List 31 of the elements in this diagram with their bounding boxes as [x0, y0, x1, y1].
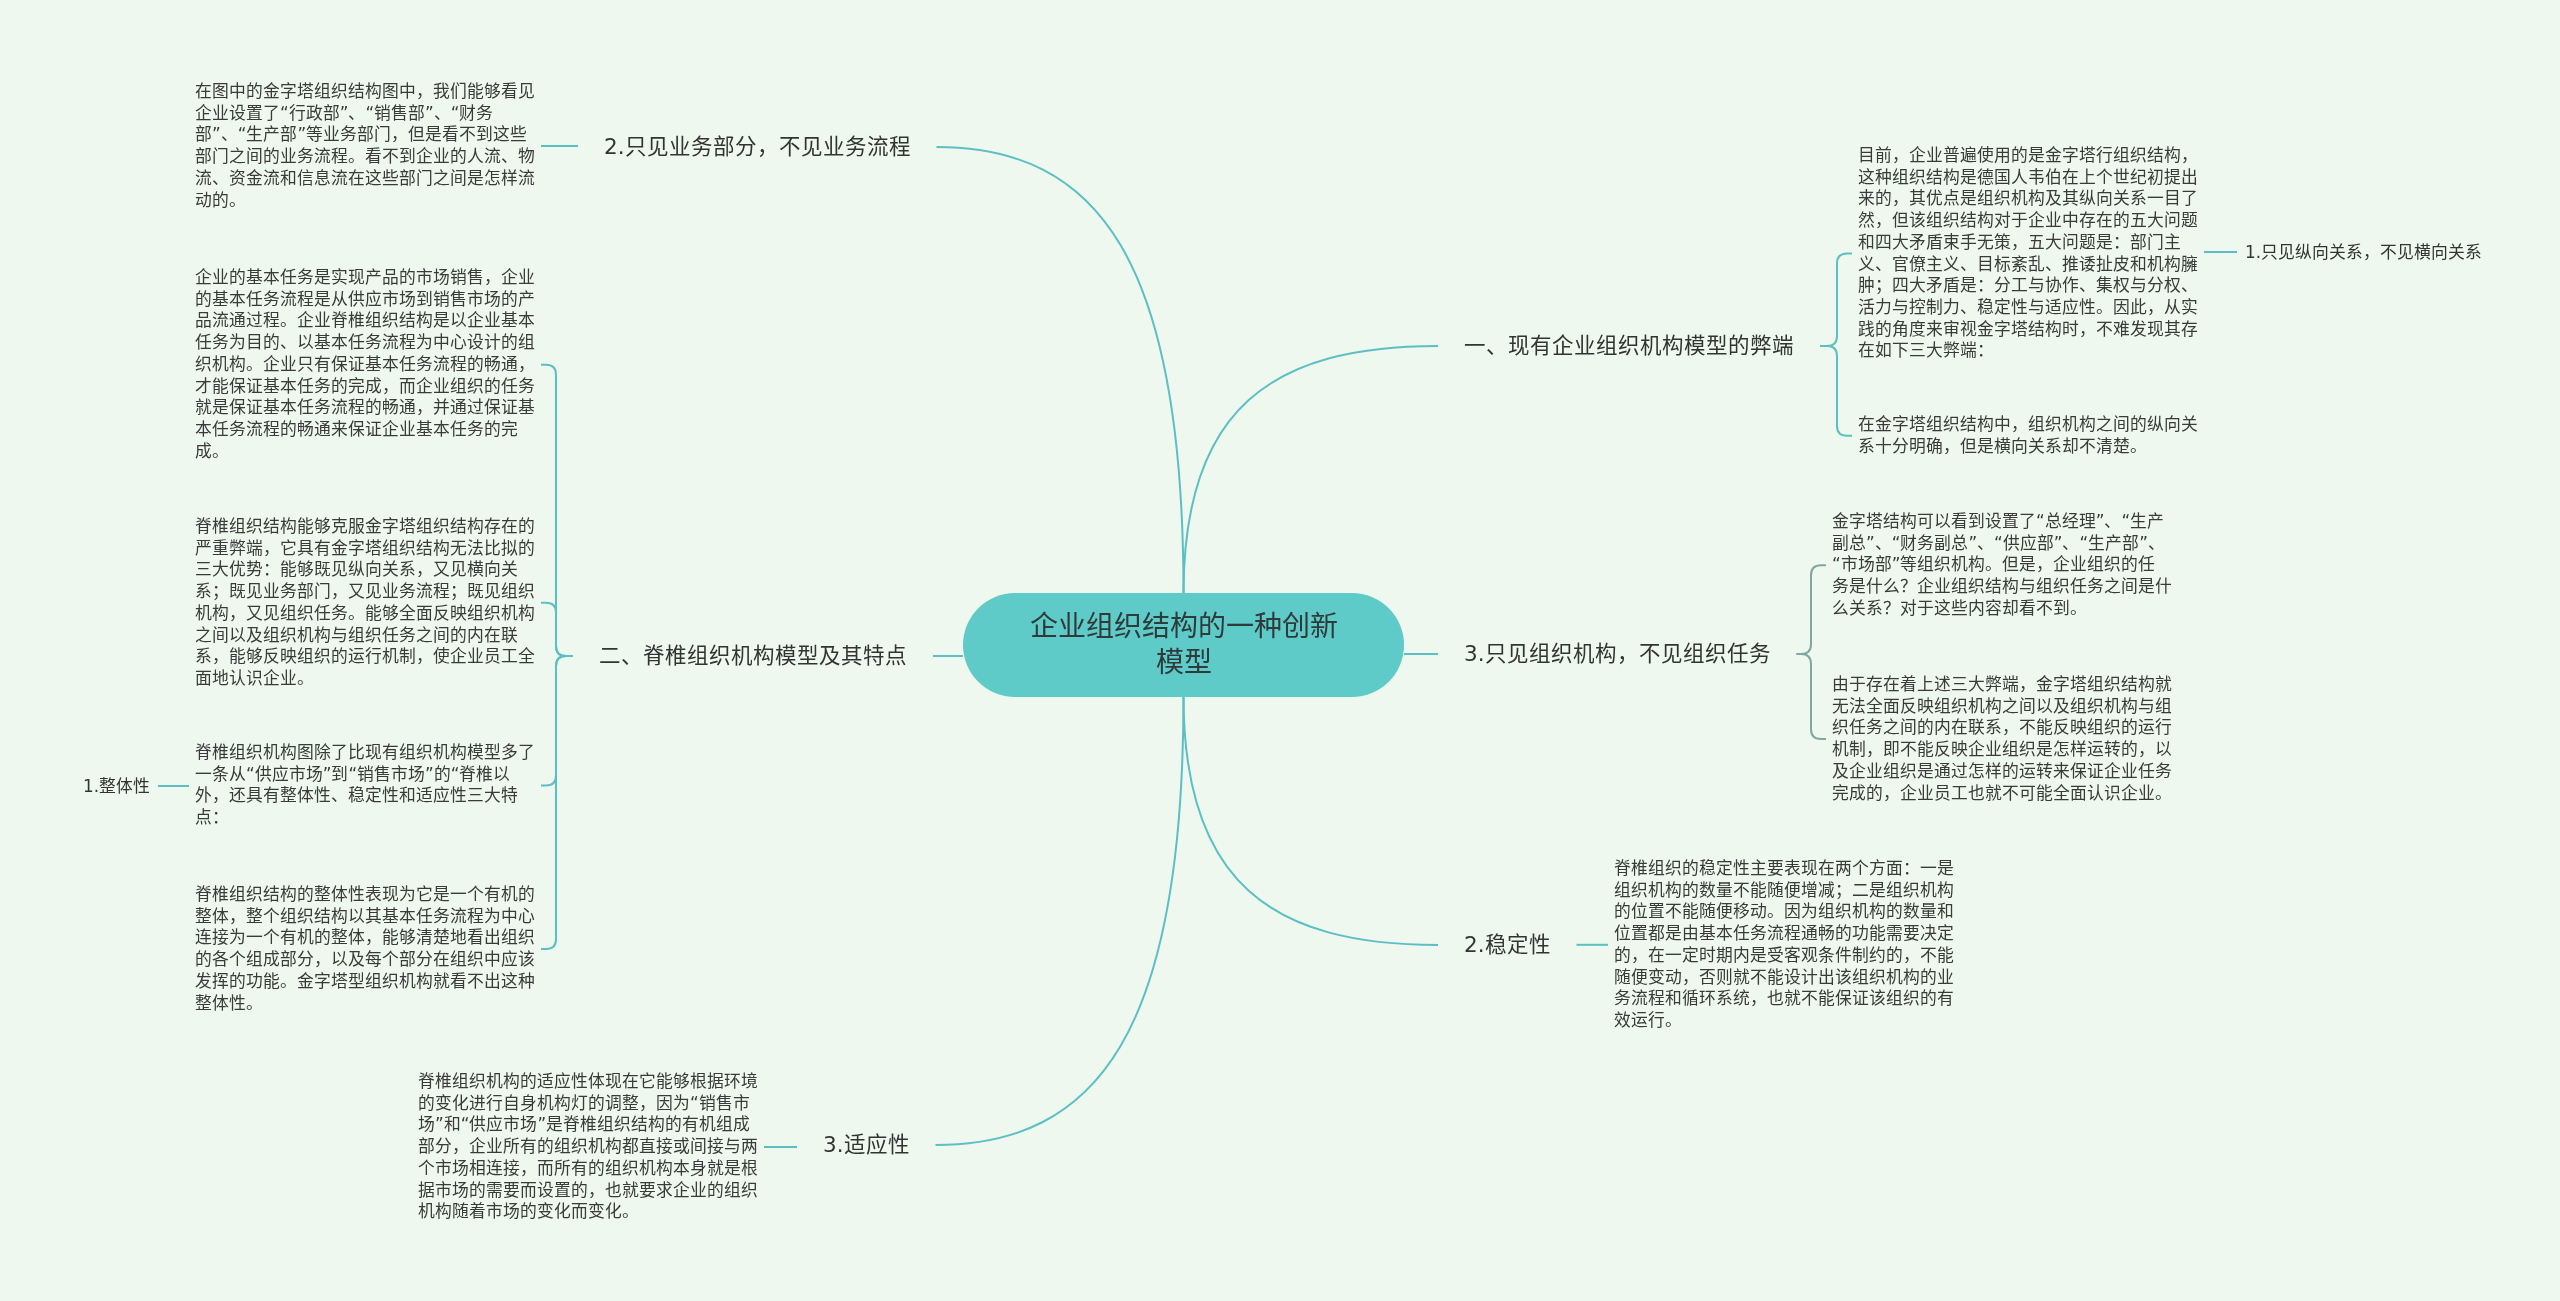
description-text: 脊椎组织结构的整体性表现为它是一个有机的整体，整个组织结构以其基本任务流程为中心连接为一个有机的整体，能够清楚地看出组织的各个组成部分，以及每个部分在组织中应该发挥的功能。金字塔型组织机构就看不出这种整体性。	[195, 884, 535, 1015]
branch-label: 二、脊椎组织机构模型及其特点	[599, 642, 907, 670]
connector-line	[935, 146, 1185, 594]
connector-line	[1403, 653, 1439, 655]
branch-label: 2.稳定性	[1464, 931, 1551, 959]
branch-label: 3.适应性	[823, 1131, 910, 1159]
description-text: 企业的基本任务是实现产品的市场销售，企业的基本任务流程是从供应市场到销售市场的产品流通过程。企业脊椎组织结构是以企业基本任务为目的、以基本任务流程为中心设计的组织机构。企业只有保证基本任务流程的畅通，才能保证基本任务的完成，而企业组织的任务就是保证基本任务流程的畅通，并通过保证基本任务流程的畅通来保证企业基本任务的完成。	[195, 267, 535, 463]
central-topic: 企业组织结构的一种创新模型	[963, 593, 1404, 697]
connector-line	[2203, 251, 2238, 253]
connector-line	[1182, 345, 1439, 594]
subtopic-label: 1.整体性	[83, 775, 150, 797]
description-text: 在图中的金字塔组织结构图中，我们能够看见企业设置了“行政部”、“销售部”、“财务部”、“生产部”等业务部门，但是看不到这些部门之间的业务流程。看不到企业的人流、物流、资金流和信息流在这些部门之间是怎样流动的。	[195, 81, 535, 212]
connector-line	[763, 1146, 798, 1148]
description-text: 由于存在着上述三大弊端，金字塔组织结构就无法全面反映组织机构之间以及组织机构与组织任务之间的内在联系，不能反映组织的运行机制，即不能反映企业组织是怎样运转的，以及企业组织是通过怎样的运转来保证企业任务完成的，企业员工也就不可能全面认识企业。	[1832, 674, 2172, 805]
branch-label: 一、现有企业组织机构模型的弊端	[1464, 332, 1794, 360]
connector-line	[1182, 696, 1439, 946]
connector-line	[1575, 943, 1609, 946]
description-text: 脊椎组织结构能够克服金字塔组织结构存在的严重弊端，它具有金字塔组织结构无法比拟的三大优势：能够既见纵向关系，又见横向关系；既见业务部门，又见业务流程；既见组织机构，又见组织任务。能够全面反映组织机构之间以及组织机构与组织任务之间的内在联系，能够反映组织的运行机制，使企业员工全面地认识企业。	[195, 516, 535, 690]
connector-line	[157, 785, 190, 787]
description-text: 金字塔结构可以看到设置了“总经理”、“生产副总”、“财务副总”、“供应部”、“生产部”、“市场部”等组织机构。但是，企业组织的任务是什么？企业组织结构与组织任务之间是什么关系？对于这些内容却看不到。	[1832, 511, 2172, 620]
connector-line	[932, 655, 964, 657]
connector-line	[540, 145, 579, 148]
connector-line	[934, 696, 1185, 1146]
branch-label: 3.只见组织机构，不见组织任务	[1464, 640, 1771, 668]
branch-label: 2.只见业务部分，不见业务流程	[604, 133, 911, 161]
description-text: 目前，企业普遍使用的是金字塔行组织结构，这种组织结构是德国人韦伯在上个世纪初提出来的，其优点是组织机构及其纵向关系一目了然，但该组织结构对于企业中存在的五大问题和四大矛盾束手无策，五大问题是：部门主义、官僚主义、目标紊乱、推诿扯皮和机构臃肿；四大矛盾是：分工与协作、集权与分权、活力与控制力、稳定性与适应性。因此，从实践的角度来审视金字塔结构时，不难发现其存在如下三大弊端：	[1858, 145, 2198, 363]
description-text: 脊椎组织的稳定性主要表现在两个方面：一是组织机构的数量不能随便增减；二是组织机构的位置不能随便移动。因为组织机构的数量和位置都是由基本任务流程通畅的功能需要决定的，在一定时期内是受客观条件制约的，不能随便变动，否则就不能设计出该组织机构的业务流程和循环系统，也就不能保证该组织的有效运行。	[1614, 858, 1954, 1032]
description-text: 在金字塔组织结构中，组织机构之间的纵向关系十分明确，但是横向关系却不清楚。	[1858, 414, 2198, 458]
description-text: 脊椎组织机构图除了比现有组织机构模型多了一条从“供应市场”到“销售市场”的“脊椎以外，还具有整体性、稳定性和适应性三大特点：	[195, 742, 535, 829]
description-text: 脊椎组织机构的适应性体现在它能够根据环境的变化进行自身机构灯的调整，因为“销售市场”和“供应市场”是脊椎组织结构的有机组成部分，企业所有的组织机构都直接或间接与两个市场相连接，而所有的组织机构本身就是根据市场的需要而设置的，也就要求企业的组织机构随着市场的变化而变化。	[418, 1071, 758, 1223]
subtopic-label: 1.只见纵向关系，不见横向关系	[2245, 241, 2482, 263]
